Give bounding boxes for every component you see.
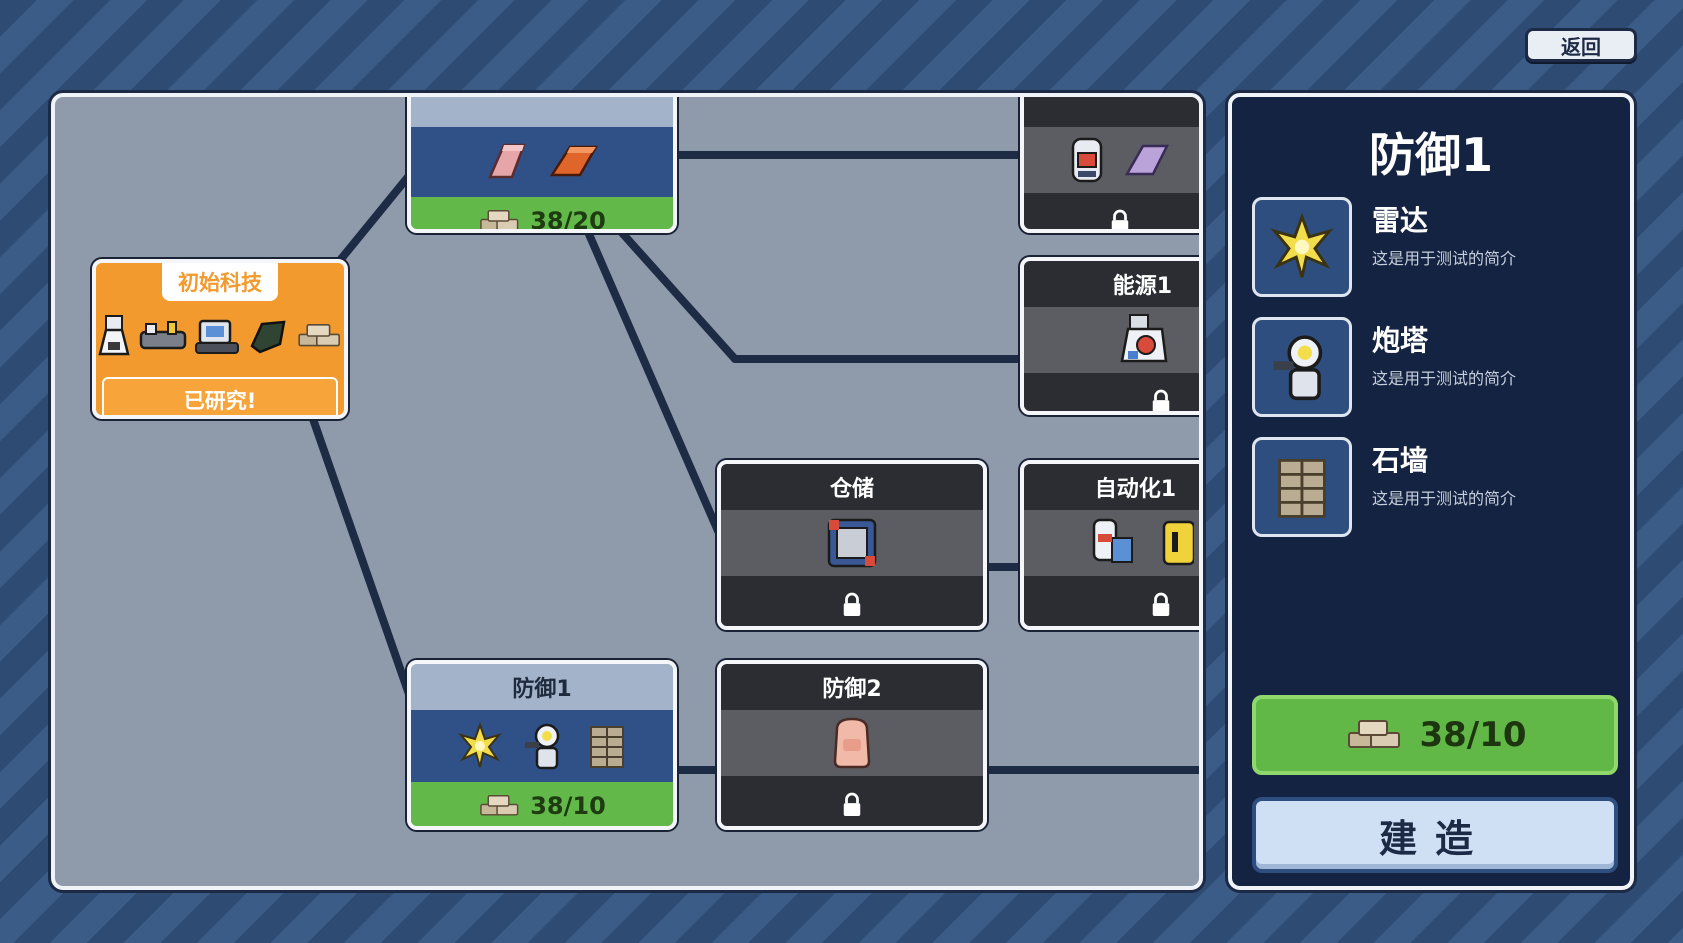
tech-node-items xyxy=(1024,127,1199,193)
tech-node-storage[interactable]: 仓储 xyxy=(717,460,987,630)
tech-node-items xyxy=(411,127,673,197)
tech-node-cost: 38/10 xyxy=(411,782,673,826)
detail-item-desc: 这是用于测试的简介 xyxy=(1372,369,1517,388)
tech-node-top[interactable]: 38/20 xyxy=(407,97,677,233)
smelter-icon xyxy=(98,315,130,356)
tech-node-items xyxy=(1024,510,1199,576)
stone-wall-icon xyxy=(1278,459,1326,518)
stone-bricks-icon xyxy=(478,206,522,233)
stone-wall-icon xyxy=(590,726,624,768)
tech-tree-panel[interactable]: 38/20 初始科技 xyxy=(51,93,1203,890)
assembler-icon xyxy=(1092,518,1133,563)
detail-item-name: 炮塔 xyxy=(1372,324,1429,357)
research-cost-button[interactable]: 38/10 xyxy=(1252,695,1618,775)
lock-icon xyxy=(1150,389,1172,415)
radar-icon xyxy=(1270,212,1334,278)
tech-node-title: 能源1 xyxy=(1024,261,1199,307)
tech-node-locked xyxy=(721,576,983,626)
detail-item-icon-frame xyxy=(1252,437,1352,537)
tech-node-automation[interactable]: 自动化1 xyxy=(1020,460,1199,630)
tech-node-top-right[interactable] xyxy=(1020,97,1199,233)
stone-bricks-icon xyxy=(296,319,344,353)
tech-node-title: 自动化1 xyxy=(1024,464,1199,510)
detail-title: 防御1 xyxy=(1368,128,1493,182)
detail-item[interactable]: 炮塔 这是用于测试的简介 xyxy=(1252,317,1622,421)
lock-icon xyxy=(841,792,863,818)
generator-icon xyxy=(1120,314,1168,363)
tech-node-title: 防御1 xyxy=(411,664,673,710)
purple-ingot-icon xyxy=(1124,144,1170,176)
tech-node-title: 防御2 xyxy=(721,664,983,710)
tech-node-items xyxy=(96,301,344,371)
tech-node-title: 初始科技 xyxy=(96,263,344,301)
tech-node-locked xyxy=(1024,576,1199,626)
detail-item-desc: 这是用于测试的简介 xyxy=(1372,249,1517,268)
tech-tree-connections xyxy=(309,151,1199,774)
tech-detail-panel: 防御1 雷达 这是用于测试的简介 炮塔 这是用于测试的简介 xyxy=(1228,93,1634,890)
tech-node-energy[interactable]: 能源1 xyxy=(1020,257,1199,415)
tech-node-defense1[interactable]: 防御1 38/10 xyxy=(407,660,677,830)
tech-node-locked xyxy=(1024,373,1199,415)
storage-crate-icon xyxy=(827,518,877,568)
detail-item[interactable]: 石墙 这是用于测试的简介 xyxy=(1252,437,1622,541)
tech-node-items xyxy=(411,710,673,782)
tech-node-items xyxy=(1024,307,1199,373)
tech-node-cost: 38/20 xyxy=(411,197,673,233)
furnace-icon xyxy=(1071,137,1103,183)
back-button[interactable]: 返回 xyxy=(1525,28,1637,62)
build-button[interactable]: 建造 xyxy=(1252,797,1618,873)
lock-icon xyxy=(1109,209,1131,233)
pink-ingot-icon xyxy=(488,143,526,179)
lock-icon xyxy=(1150,592,1172,618)
tech-node-items xyxy=(721,510,983,576)
tech-node-title: 仓储 xyxy=(721,464,983,510)
detail-item-icon-frame xyxy=(1252,197,1352,297)
drill-icon xyxy=(195,319,239,354)
detail-item-name: 雷达 xyxy=(1372,204,1429,237)
turret-icon xyxy=(525,723,560,770)
pink-armor-icon xyxy=(833,717,871,769)
tech-node-title xyxy=(1024,97,1199,127)
stone-bricks-icon xyxy=(478,791,522,821)
turret-icon xyxy=(1273,335,1323,401)
tech-node-initial[interactable]: 初始科技 已研究! xyxy=(92,259,348,419)
stone-bricks-icon xyxy=(1343,715,1407,755)
tech-node-locked xyxy=(1024,193,1199,233)
yellow-machine-icon xyxy=(1162,520,1194,566)
orange-ingot-icon xyxy=(549,145,599,177)
detail-item-desc: 这是用于测试的简介 xyxy=(1372,489,1517,508)
detail-item-name: 石墙 xyxy=(1372,444,1429,477)
tech-node-locked xyxy=(721,776,983,826)
detail-item-icon-frame xyxy=(1252,317,1352,417)
detail-item[interactable]: 雷达 这是用于测试的简介 xyxy=(1252,197,1622,301)
tech-node-title xyxy=(411,97,673,127)
tech-node-status: 已研究! xyxy=(102,377,338,415)
radar-icon xyxy=(458,722,502,768)
lock-icon xyxy=(841,592,863,618)
conveyor-icon xyxy=(139,321,187,350)
tech-node-defense2[interactable]: 防御2 xyxy=(717,660,987,830)
tech-node-items xyxy=(721,710,983,776)
coal-icon xyxy=(250,320,286,354)
